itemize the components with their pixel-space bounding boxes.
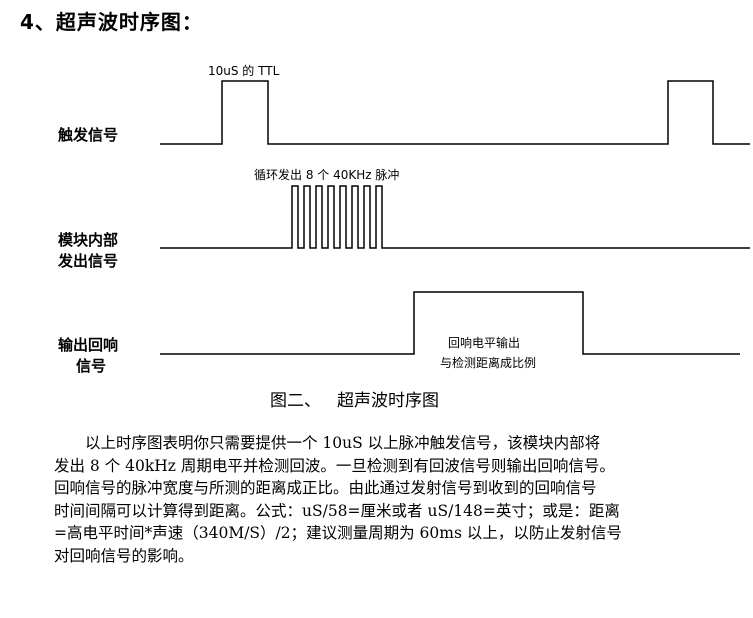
paragraph-line: 回响信号的脉冲宽度与所测的距离成正比。由此通过发射信号到收到的回响信号 bbox=[54, 479, 597, 497]
figure-number: 图二、 bbox=[270, 391, 321, 411]
echo-annotation-1: 回响电平输出 bbox=[448, 335, 520, 350]
echo-signal-label-2: 信号 bbox=[76, 357, 106, 375]
paragraph-line: 以上时序图表明你只需要提供一个 10uS 以上脉冲触发信号，该模块内部将 bbox=[85, 434, 601, 452]
paragraph-line: =高电平时间*声速（340M/S）/2；建议测量周期为 60ms 以上，以防止发… bbox=[54, 524, 622, 542]
echo-annotation-2: 与检测距离成比例 bbox=[440, 355, 536, 370]
echo-waveform bbox=[160, 291, 740, 355]
burst-waveform bbox=[160, 185, 750, 249]
trigger-signal-label: 触发信号 bbox=[58, 126, 118, 144]
echo-signal-label-1: 输出回响 bbox=[58, 336, 118, 354]
figure-caption: 图二、超声波时序图 bbox=[270, 386, 455, 411]
figure-title: 超声波时序图 bbox=[337, 391, 439, 411]
section-heading: 4、超声波时序图： bbox=[20, 10, 203, 34]
paragraph-line: 发出 8 个 40kHz 周期电平并检测回波。一旦检测到有回波信号则输出回响信号… bbox=[54, 456, 615, 475]
module-signal-label-2: 发出信号 bbox=[57, 252, 118, 270]
module-signal-label-1: 模块内部 bbox=[58, 231, 118, 249]
paragraph-line: 对回响信号的影响。 bbox=[54, 546, 194, 565]
timing-diagram: 触发信号 10uS 的 TTL 模块内部 发出信号 循环发出 8 个 40KHz… bbox=[57, 63, 750, 375]
trigger-waveform bbox=[160, 80, 750, 145]
burst-annotation: 循环发出 8 个 40KHz 脉冲 bbox=[254, 167, 399, 182]
description-paragraph: 以上时序图表明你只需要提供一个 10uS 以上脉冲触发信号，该模块内部将 发出 … bbox=[54, 432, 748, 567]
paragraph-line: 时间间隔可以计算得到距离。公式：uS/58=厘米或者 uS/148=英寸；或是：… bbox=[54, 501, 620, 520]
burst-pulse-train bbox=[160, 185, 750, 249]
trigger-pulse-annotation: 10uS 的 TTL bbox=[208, 63, 280, 78]
